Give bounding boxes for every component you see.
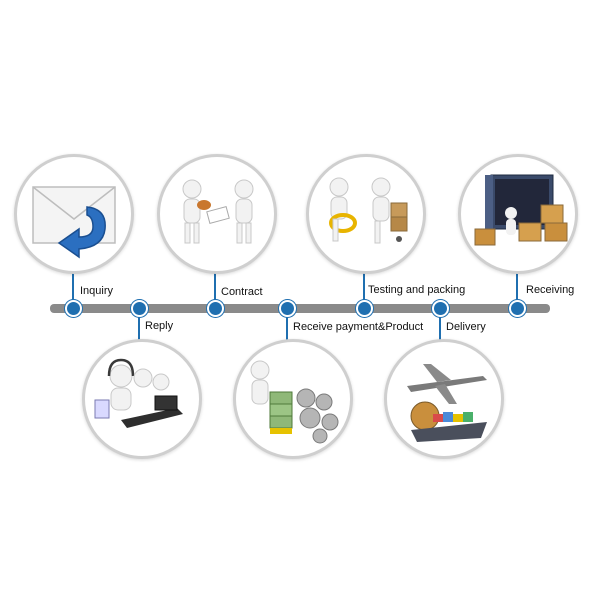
node-inquiry	[65, 300, 82, 317]
label-testing-packing: Testing and packing	[368, 284, 465, 296]
label-receive-payment: Receive payment&Product	[293, 321, 423, 333]
circle-receive-payment	[233, 339, 353, 459]
node-receiving	[509, 300, 526, 317]
envelope-reply-icon	[17, 157, 131, 271]
node-reply	[131, 300, 148, 317]
circle-receiving	[458, 154, 578, 274]
label-contract: Contract	[221, 286, 263, 298]
circle-delivery	[384, 339, 504, 459]
money-gears-icon	[236, 342, 350, 456]
label-reply: Reply	[145, 320, 173, 332]
circle-reply	[82, 339, 202, 459]
circle-contract	[157, 154, 277, 274]
inspection-boxes-icon	[309, 157, 423, 271]
node-payment	[279, 300, 296, 317]
label-delivery: Delivery	[446, 321, 486, 333]
circle-inquiry	[14, 154, 134, 274]
node-delivery	[432, 300, 449, 317]
container-boxes-icon	[461, 157, 575, 271]
node-testing	[356, 300, 373, 317]
node-contract	[207, 300, 224, 317]
label-receiving: Receiving	[526, 284, 574, 296]
call-center-icon	[85, 342, 199, 456]
handshake-contract-icon	[160, 157, 274, 271]
timeline-bar	[50, 304, 550, 313]
label-inquiry: Inquiry	[80, 285, 113, 297]
circle-testing-packing	[306, 154, 426, 274]
plane-ship-globe-icon	[387, 342, 501, 456]
